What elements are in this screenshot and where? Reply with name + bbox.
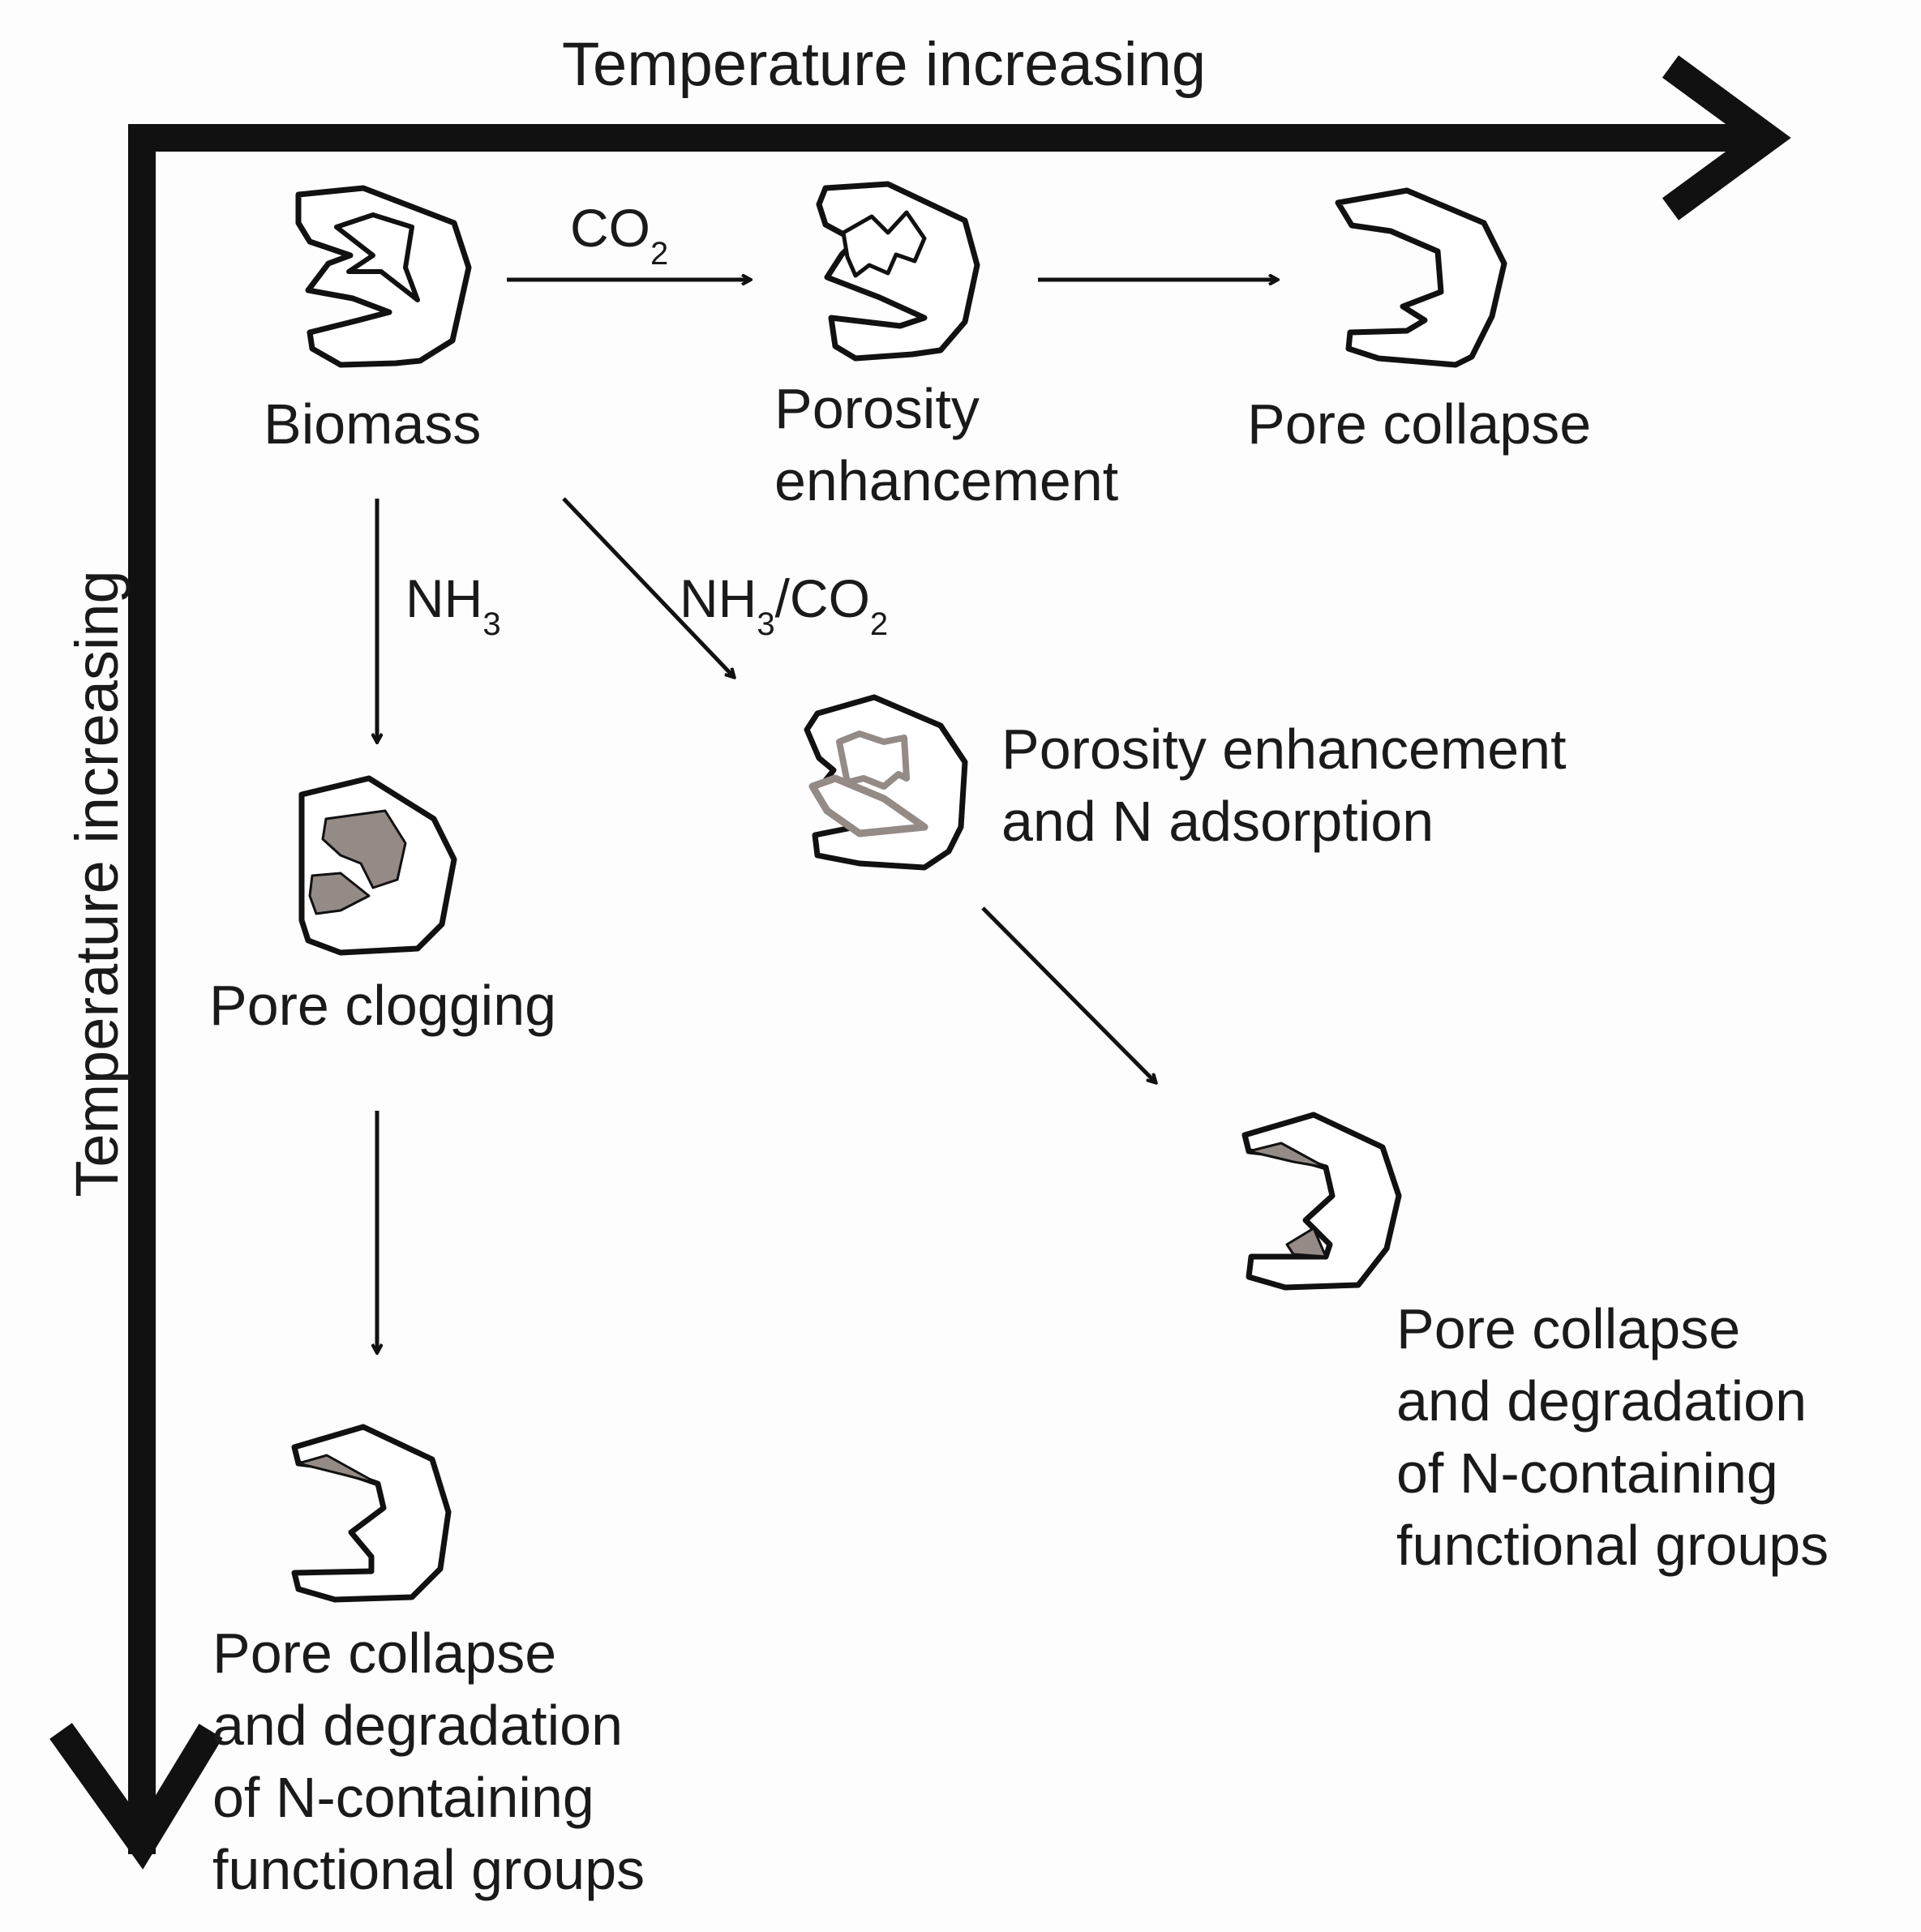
vertical-axis-arrowhead	[49, 1723, 223, 1870]
vertical-axis-label: Temperature increasing	[63, 570, 131, 1197]
gas-nh3-subscript: 3	[482, 606, 501, 642]
gas-nh3-main: NH	[405, 568, 483, 628]
gas-mix-subscript-1: 3	[757, 606, 775, 642]
arrow-biomass-to-n-adsorption	[562, 497, 734, 677]
label-pore-clogging: Pore clogging	[209, 974, 557, 1037]
temperature-axes	[49, 55, 1791, 1870]
label-collapse-degradation-nh3: Pore collapse and degradation of N-conta…	[212, 1621, 645, 1901]
particle-n-adsorption	[804, 694, 968, 871]
gas-label-nh3: NH3	[405, 572, 501, 640]
gas-label-nh3-co2: NH3/CO2	[680, 572, 888, 640]
gas-mix-part2: /CO	[774, 568, 870, 628]
particle-pore-clogging	[298, 775, 457, 956]
gas-co2-main: CO	[570, 198, 650, 258]
label-porosity-enhancement: Porosity enhancement	[774, 377, 1119, 512]
arrow-adsorption-to-degradation	[981, 906, 1156, 1082]
label-collapse-degradation-mix: Pore collapse and degradation of N-conta…	[1396, 1297, 1829, 1577]
label-biomass: Biomass	[264, 392, 482, 456]
particle-degradation-nh3	[291, 1424, 452, 1603]
gas-mix-subscript-2: 2	[869, 606, 889, 642]
label-pore-collapse: Pore collapse	[1247, 392, 1592, 456]
particle-degradation-mix	[1241, 1112, 1402, 1291]
gas-mix-part1: NH	[680, 568, 757, 628]
gas-co2-subscript: 2	[650, 236, 669, 272]
process-arrows	[377, 280, 1277, 1352]
gas-label-co2: CO2	[570, 198, 668, 270]
particle-porosity	[816, 181, 980, 362]
particle-biomass	[295, 185, 472, 368]
label-porosity-n-adsorption: Porosity enhancement and N adsorption	[1001, 718, 1567, 853]
horizontal-axis-label: Temperature increasing	[562, 30, 1207, 99]
horizontal-axis-arrowhead	[1662, 55, 1791, 221]
particle-pore-collapse	[1335, 187, 1507, 368]
